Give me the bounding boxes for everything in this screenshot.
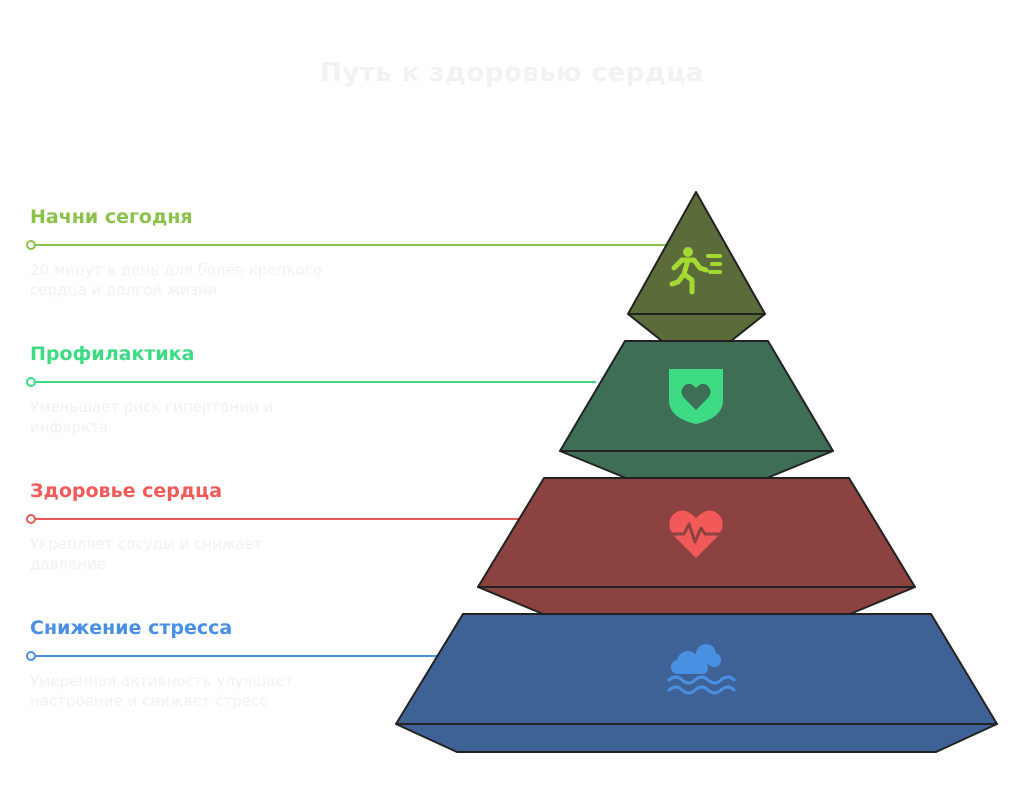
shield-heart-icon	[669, 369, 723, 424]
level-3-title: Здоровье сердца	[30, 480, 223, 502]
level-2-title: Профилактика	[30, 343, 195, 365]
page-title: Путь к здоровью сердца	[319, 58, 705, 88]
level-1-title: Начни сегодня	[30, 206, 193, 228]
connector-lines	[26, 240, 668, 661]
pyramid-level-4	[395, 613, 998, 753]
level-4-description: Умеренная активность улучшает настроение…	[30, 672, 294, 710]
heart-pulse-icon	[669, 510, 723, 558]
level-4-title: Снижение стресса	[30, 617, 233, 639]
pyramid-level-1	[627, 191, 766, 342]
level-1-description: 20 минут в день для более крепкого сердц…	[30, 261, 322, 299]
level-3-description: Укрепляет сосуды и снижает давление	[30, 535, 263, 573]
connector-dot-1	[26, 240, 36, 250]
cloud-water-icon	[667, 644, 736, 695]
connector-dot-2	[26, 377, 36, 387]
connector-dot-4	[26, 651, 36, 661]
connector-dot-3	[26, 514, 36, 524]
level-2-description: Уменьшает риск гипертонии и инфаркта	[30, 398, 274, 436]
running-person-icon	[669, 247, 722, 295]
